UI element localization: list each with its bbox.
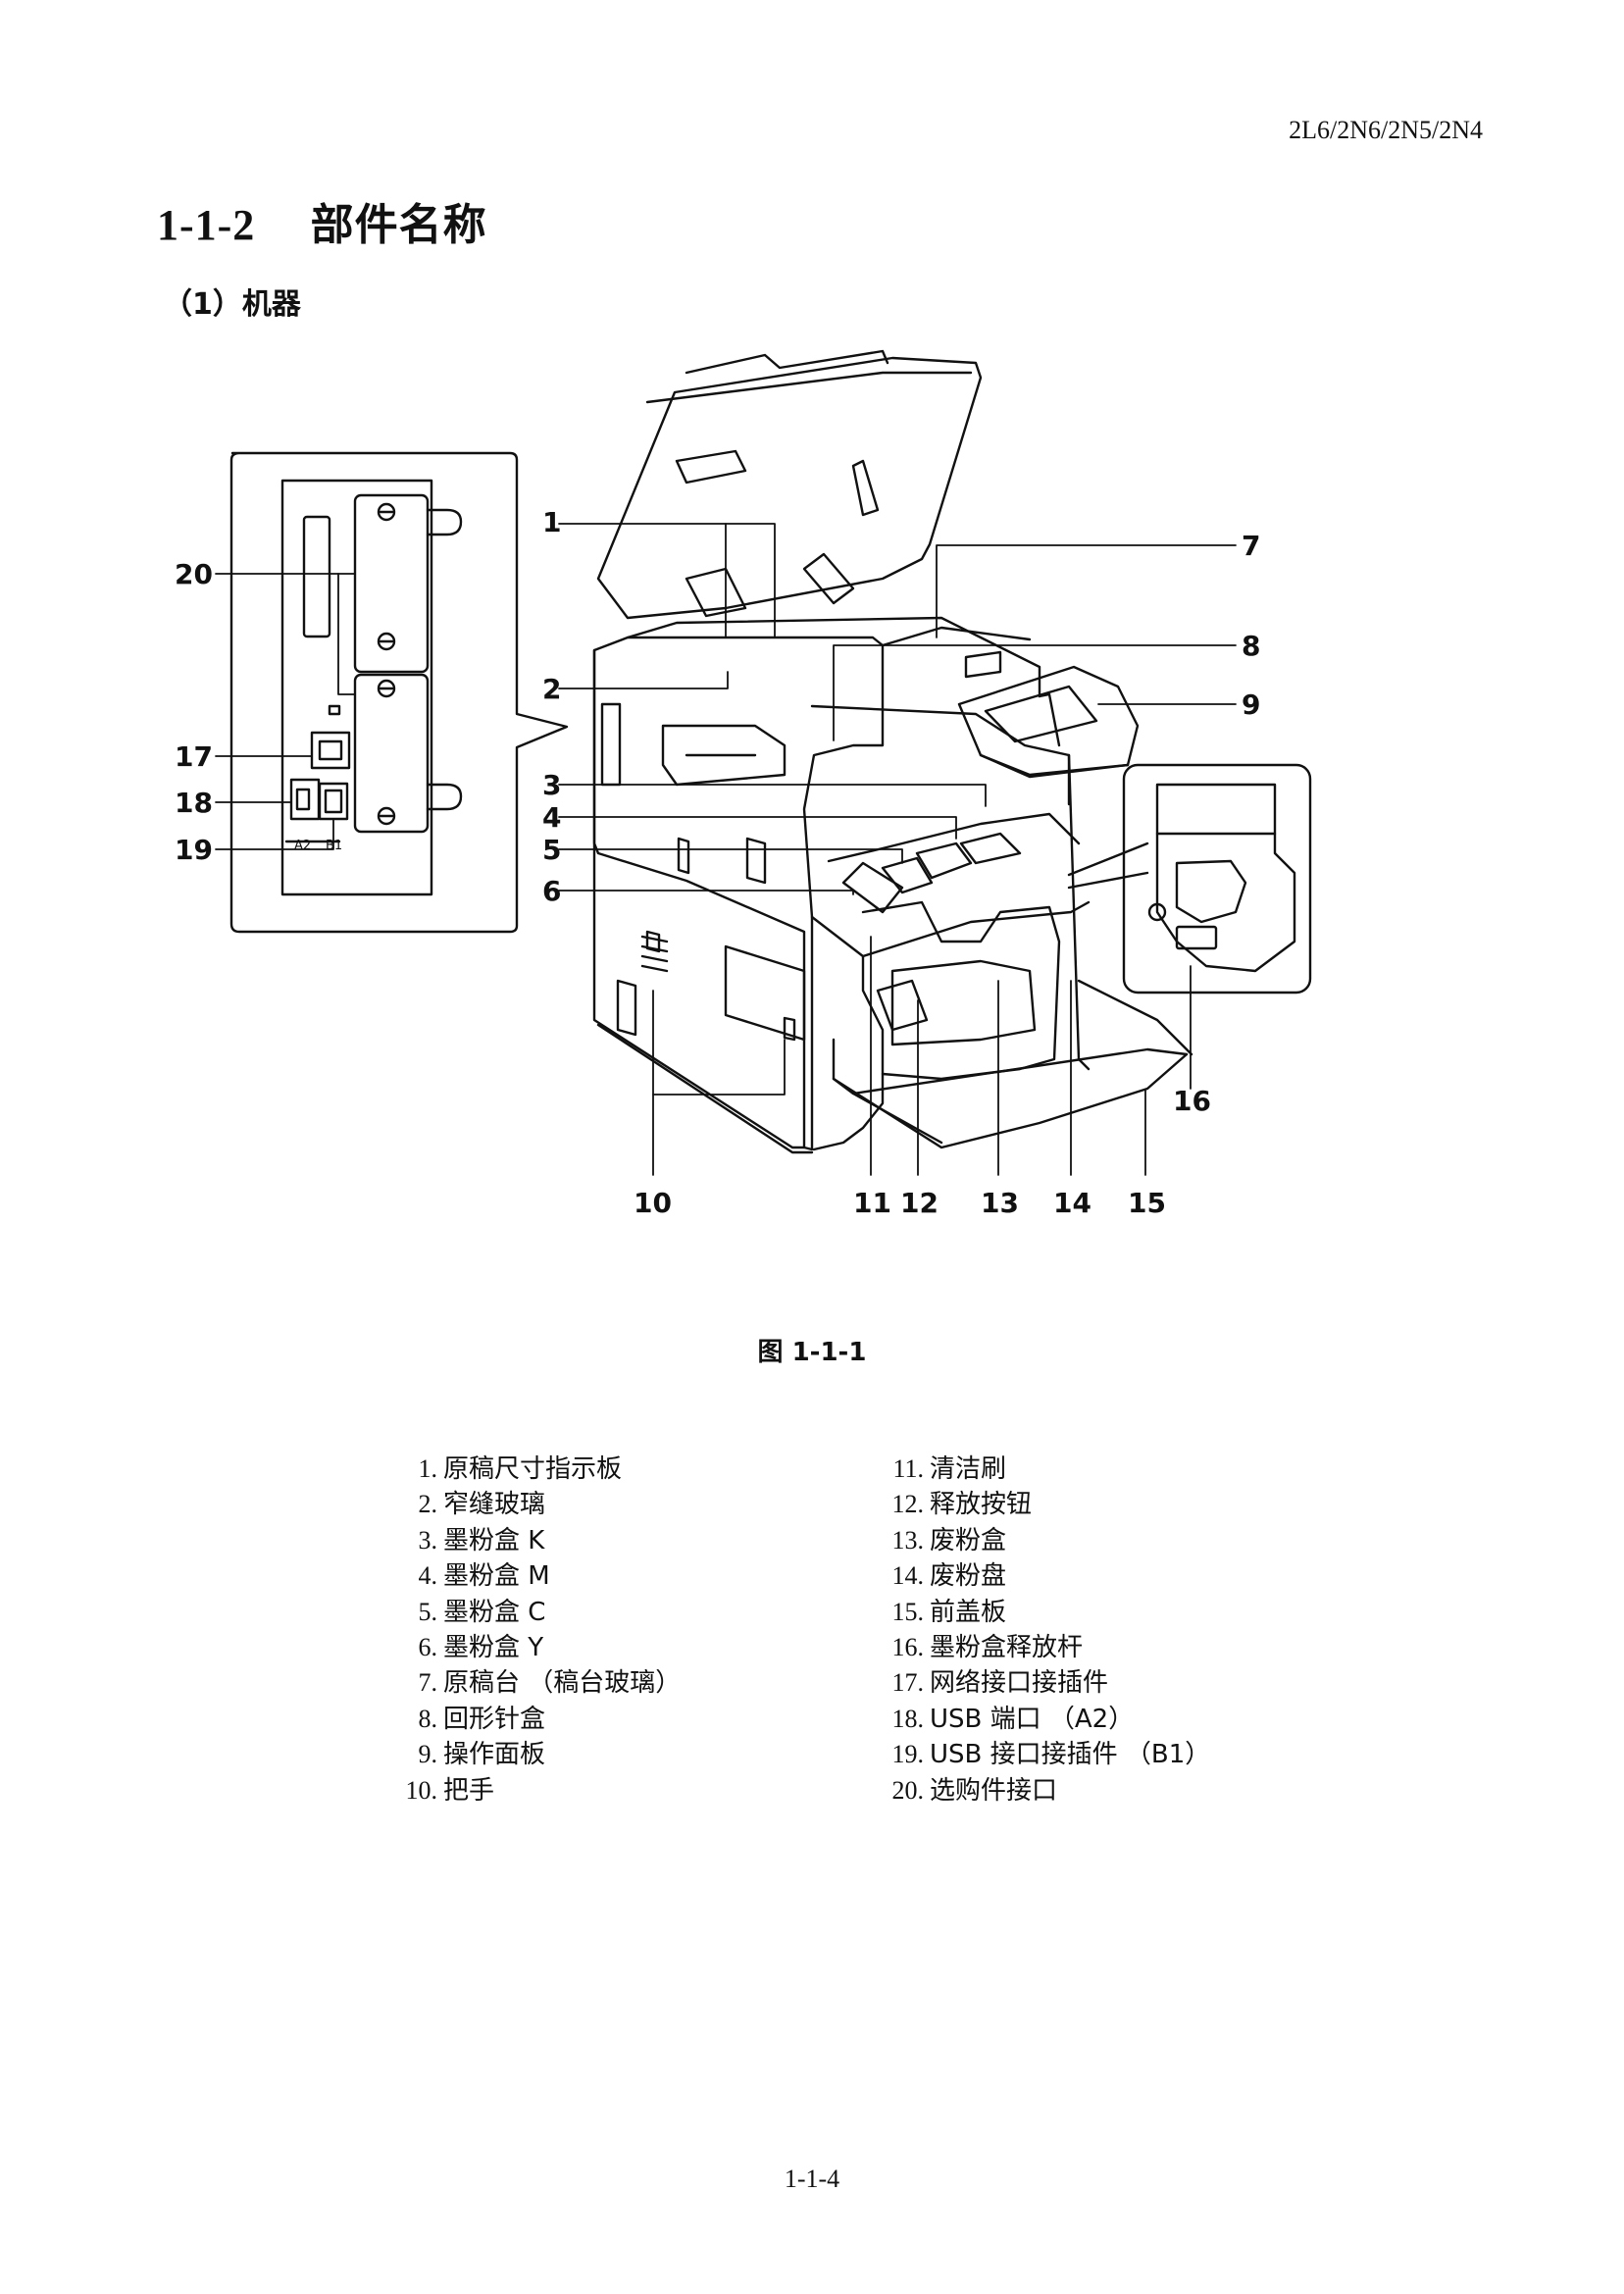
legend-item: 3.墨粉盒 K [418,1525,545,1555]
legend-item: 16.墨粉盒释放杆 [891,1633,1084,1663]
callout-10: 10 [634,1187,672,1219]
callout-5: 5 [542,834,561,866]
callout-3: 3 [542,769,561,801]
callout-11: 11 [853,1187,891,1219]
callout-7: 7 [1242,530,1260,562]
callout-6: 6 [542,875,561,907]
section-heading: 1-1-2 部件名称 [157,189,487,252]
legend-item: 15.前盖板 [891,1597,1007,1627]
callout-12: 12 [900,1187,939,1219]
callout-20: 20 [175,558,213,590]
subsection-title: （1）机器 [163,287,301,322]
callout-17: 17 [175,740,213,773]
legend-item: 13.废粉盒 [891,1525,1007,1555]
machine-parts-diagram: A2 B1 [175,349,1312,1219]
legend-item: 11.清洁刷 [892,1454,1007,1484]
callout-14: 14 [1053,1187,1091,1219]
section-number: 1-1-2 [157,201,256,249]
legend-item: 17.网络接口接插件 [891,1668,1109,1699]
callout-labels: 1 2 3 4 5 6 7 8 9 10 11 12 13 14 15 16 1… [175,506,1260,1219]
legend-item: 5.墨粉盒 C [418,1597,546,1627]
legend-item: 19.USB 接口接插件 （B1） [891,1740,1211,1770]
callout-4: 4 [542,801,561,834]
legend-item: 14.废粉盘 [891,1561,1007,1592]
callout-16: 16 [1173,1085,1211,1117]
network-port [310,731,351,770]
legend-item: 1.原稿尺寸指示板 [418,1454,623,1484]
usb-port-a2 [289,778,321,821]
parts-legend-right: 11.清洁刷 12.释放按钮 13.废粉盒 14.废粉盘 15.前盖板 16.墨… [879,1452,1211,1809]
callout-19: 19 [175,834,213,866]
callout-2: 2 [542,673,561,705]
port-label-a2: A2 [294,839,311,853]
callout-18: 18 [175,787,213,819]
legend-item: 6.墨粉盒 Y [418,1633,544,1663]
front-cover [832,979,1193,1149]
legend-item: 2.窄缝玻璃 [418,1490,546,1520]
interface-panel-inset [229,451,569,934]
section-title: 部件名称 [310,200,487,250]
callout-15: 15 [1128,1187,1166,1219]
legend-item: 18.USB 端口 （A2） [891,1704,1135,1734]
callout-1: 1 [542,506,561,538]
legend-item: 9.操作面板 [418,1740,546,1770]
usb-port-b1 [318,782,349,821]
model-code: 2L6/2N6/2N5/2N4 [1289,116,1483,144]
callout-13: 13 [981,1187,1019,1219]
callout-9: 9 [1242,688,1260,721]
parts-legend-left: 1.原稿尺寸指示板 2.窄缝玻璃 3.墨粉盒 K 4.墨粉盒 M 5.墨粉盒 C… [392,1452,682,1809]
document-processor [596,349,983,620]
figure-caption: 图 1-1-1 [757,1338,867,1367]
legend-item: 8.回形针盒 [418,1704,546,1734]
legend-item: 12.释放按钮 [891,1490,1033,1520]
legend-item: 4.墨粉盒 M [418,1561,550,1592]
legend-item: 7.原稿台 （稿台玻璃） [418,1668,682,1699]
page-number: 1-1-4 [784,2165,840,2193]
operation-panel [957,665,1140,779]
toner-release-inset [1122,763,1312,994]
legend-item: 10.把手 [405,1775,495,1806]
machine-body [592,616,1091,1154]
leader-lines [215,523,1237,1176]
callout-8: 8 [1242,630,1260,662]
legend-item: 20.选购件接口 [891,1775,1058,1806]
